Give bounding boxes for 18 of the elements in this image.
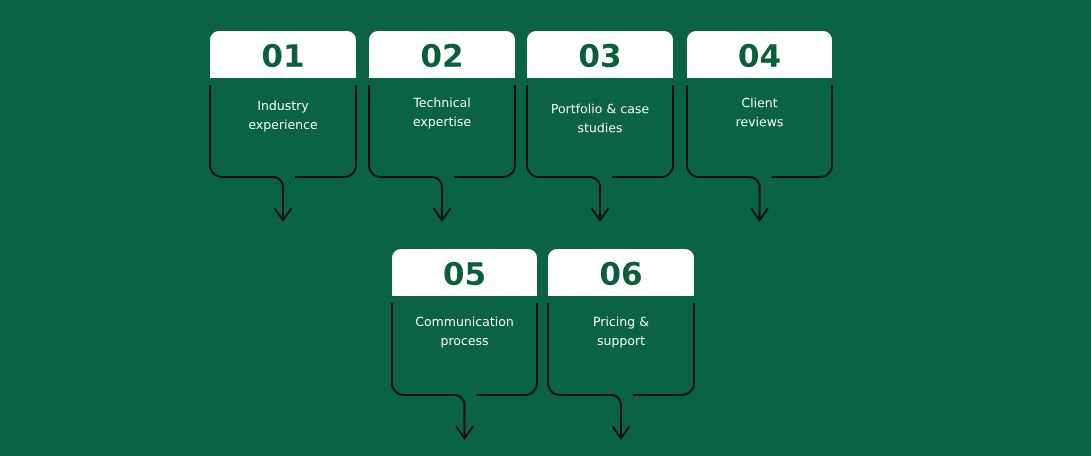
arrow [610,394,631,440]
number-tab: 01 [210,31,356,78]
step-box: Technical expertise [368,84,516,178]
step-box: Communication process [391,302,538,396]
number-tab: 06 [548,249,694,296]
arrow [748,176,769,222]
step-box: Portfolio & case studies [526,84,674,178]
number-tab: 05 [392,249,537,296]
number-tab: 04 [687,31,832,78]
number-tab: 02 [369,31,515,78]
step-box: Pricing & support [547,302,695,396]
arrow [272,176,293,222]
step-box: Industry experience [209,84,357,178]
arrow [431,176,452,222]
arrow [589,176,610,222]
number-tab: 03 [527,31,673,78]
step-box: Client reviews [686,84,833,178]
arrow [453,394,474,440]
